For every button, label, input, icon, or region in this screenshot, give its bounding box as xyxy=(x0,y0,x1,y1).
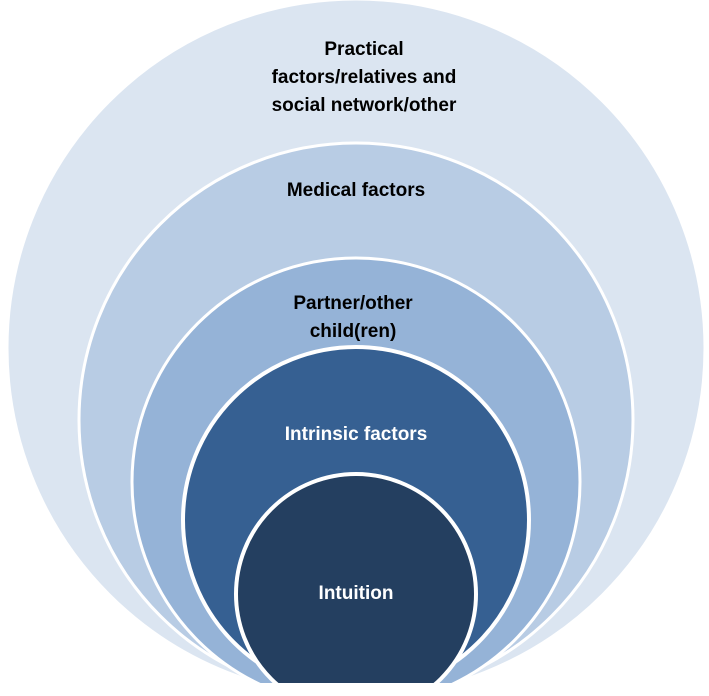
label-line: Medical factors xyxy=(286,180,426,201)
label-intrinsic-factors: Intrinsic factors xyxy=(285,421,428,449)
label-line: Intuition xyxy=(318,583,394,604)
label-line: Partner/other xyxy=(293,293,413,314)
label-line: Intrinsic factors xyxy=(284,424,428,445)
label-line: factors/relatives and xyxy=(271,67,457,88)
label-partner-children: Partner/other child(ren) xyxy=(293,290,412,346)
layer-circle-intuition xyxy=(234,472,478,683)
label-line: Practical xyxy=(324,39,404,60)
label-line: social network/other xyxy=(271,95,457,116)
label-intuition: Intuition xyxy=(319,580,394,608)
label-line: child(ren) xyxy=(309,321,397,342)
label-medical-factors: Medical factors xyxy=(287,177,425,205)
label-practical-factors: Practical factors/relatives and social n… xyxy=(272,36,457,120)
